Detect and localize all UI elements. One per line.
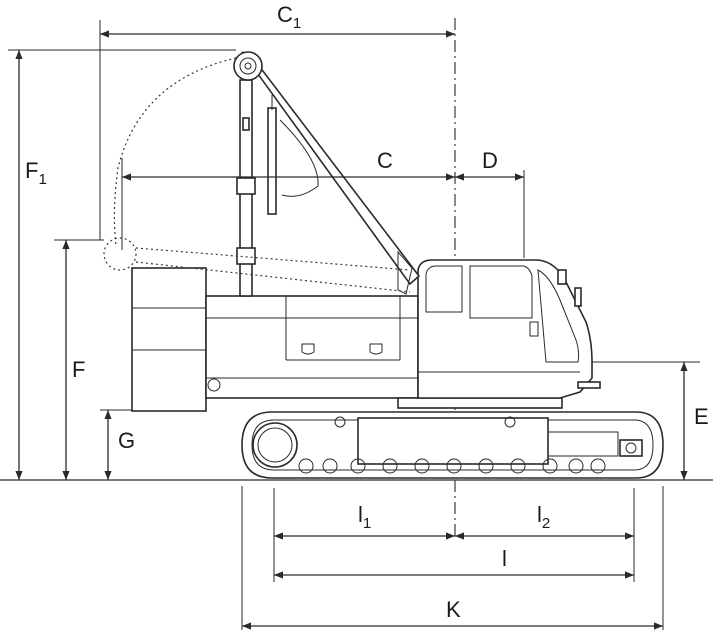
label-F1: F1 [25,158,47,188]
upper-structure [205,295,563,409]
label-l2: l2 [537,502,550,532]
label-D: D [482,148,498,173]
label-C: C [377,148,393,173]
label-F: F [72,357,85,382]
excavator-machine [103,51,664,479]
counterweight [131,267,207,412]
lowered-boom-outline [103,57,411,293]
label-l1: l1 [358,502,371,532]
label-G: G [118,428,135,453]
operator-cab [417,259,601,399]
label-E: E [694,404,709,429]
boom [233,51,421,297]
label-K: K [446,597,461,622]
dimension-labels: C1 C D F1 F G E l1 l2 l K [25,2,709,622]
label-C1: C1 [277,2,301,32]
label-l: l [502,546,507,571]
crawler-track [241,411,664,479]
dimension-lines [8,20,700,630]
